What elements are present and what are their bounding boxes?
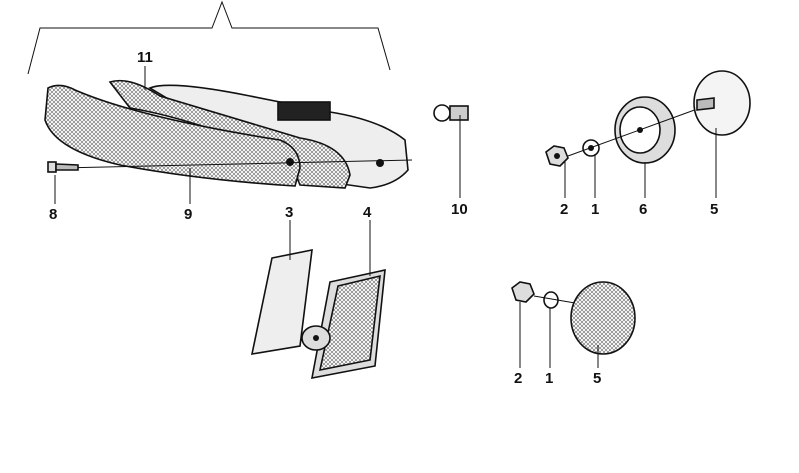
label-11: 11	[137, 49, 153, 66]
nut-top	[545, 145, 569, 167]
label-2-bottom: 2	[514, 370, 522, 387]
label-2-top: 2	[560, 201, 568, 218]
label-3: 3	[285, 204, 293, 221]
side-marker-gasket	[250, 248, 313, 355]
label-1-top: 1	[591, 201, 599, 218]
label-9: 9	[184, 206, 192, 223]
gasket	[614, 96, 676, 164]
label-6: 6	[639, 201, 647, 218]
nut-bottom	[511, 281, 535, 303]
reflector-top	[693, 70, 751, 136]
screw	[47, 161, 79, 173]
label-5-bottom: 5	[593, 370, 601, 387]
bulb	[433, 104, 469, 122]
label-10: 10	[451, 201, 468, 218]
assembly-bracket	[27, 0, 391, 75]
label-5-top: 5	[710, 201, 718, 218]
side-marker-light	[301, 268, 386, 380]
leader-lines	[54, 66, 717, 368]
label-4: 4	[363, 204, 372, 221]
label-1-bottom: 1	[545, 370, 553, 387]
label-8: 8	[49, 206, 57, 223]
reflector-bottom	[570, 281, 636, 355]
